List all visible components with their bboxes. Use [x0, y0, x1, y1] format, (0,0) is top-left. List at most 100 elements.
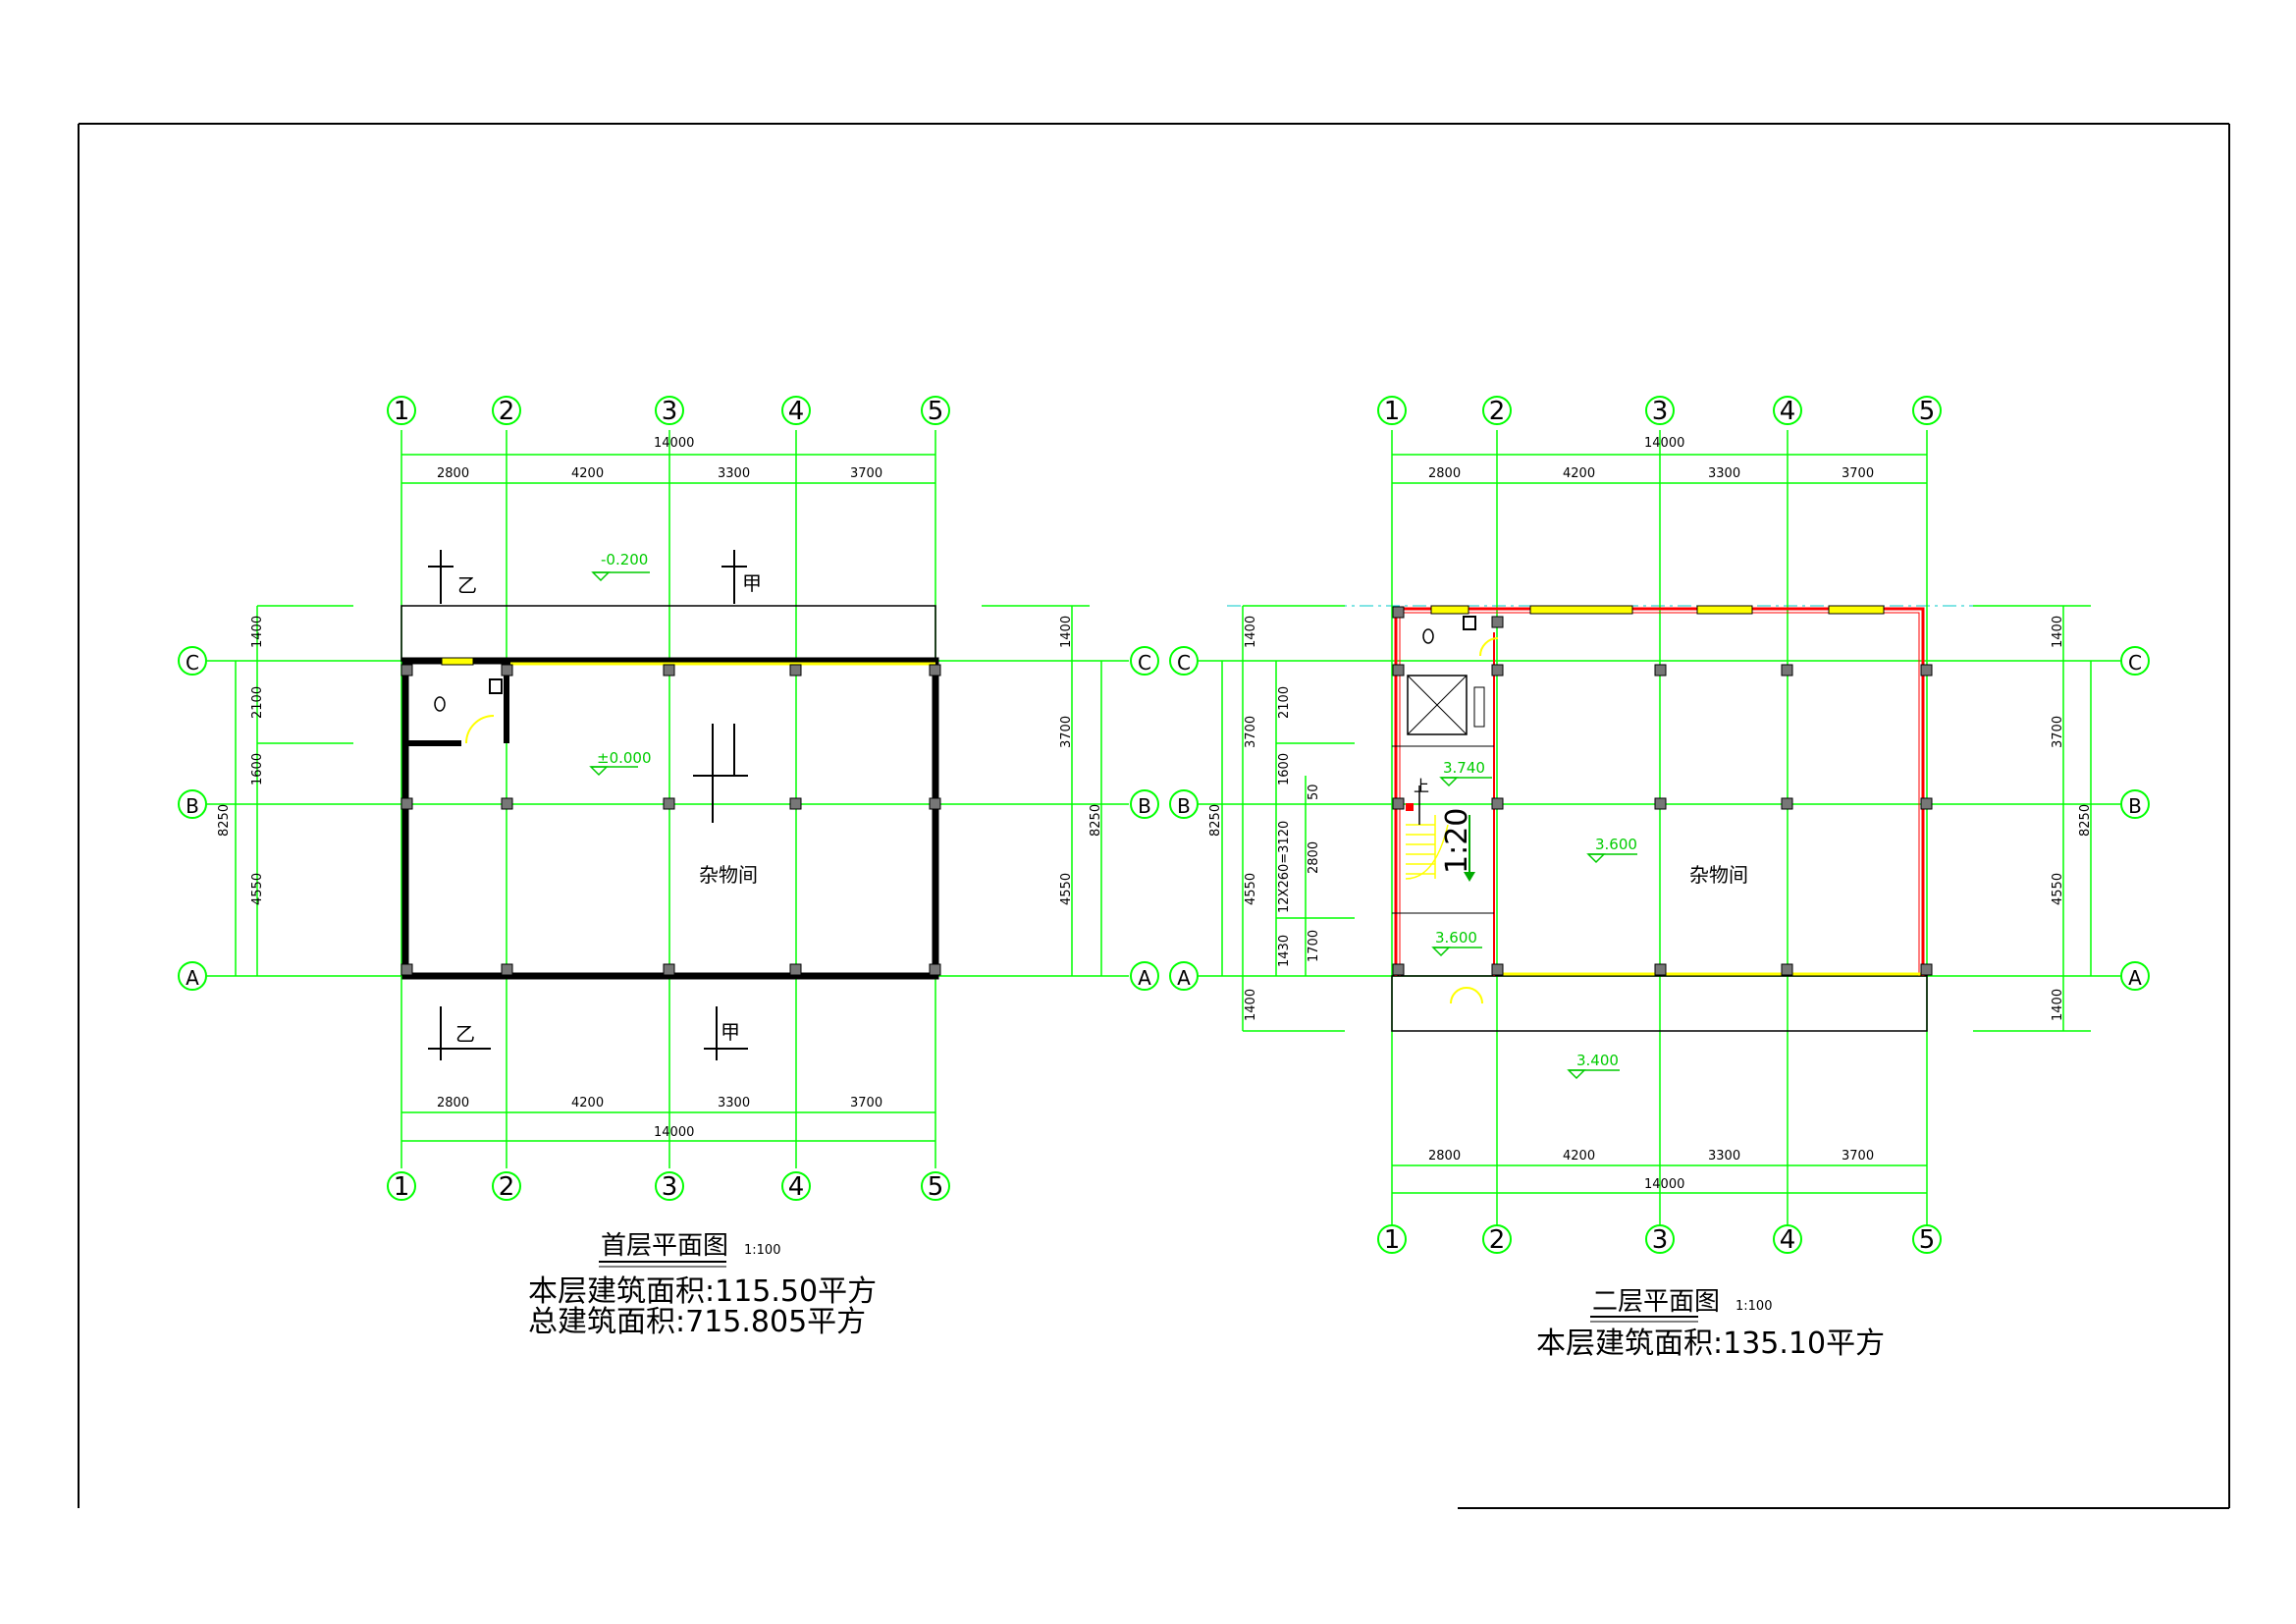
ground-left-span-4550: 4550 [250, 873, 265, 905]
ground-left-span-1400: 1400 [250, 616, 265, 648]
ground-axis-bubbles [178, 396, 1159, 1201]
ground-top-span-4: 3700 [850, 466, 882, 481]
second-left-span-1400-bottom: 1400 [1244, 989, 1258, 1021]
second-left-span-2100: 2100 [1277, 686, 1292, 719]
second-axis-lines [1227, 432, 2081, 1218]
second-axis-5-top: 5 [1919, 397, 1936, 426]
ground-bottom-span-1: 2800 [437, 1096, 469, 1110]
ground-axis-3-bottom: 3 [662, 1172, 678, 1202]
ground-axis-3-top: 3 [662, 397, 678, 426]
second-axis-b-left: B [1177, 794, 1191, 818]
second-bottom-span-3: 3300 [1708, 1149, 1740, 1164]
ground-plan-scale: 1:100 [744, 1243, 780, 1258]
second-axis-4-top: 4 [1780, 397, 1796, 426]
second-left-span-4550: 4550 [1244, 873, 1258, 905]
ground-area-line-1: 本层建筑面积:115.50平方 [528, 1274, 877, 1309]
ground-left-span-1600: 1600 [250, 753, 265, 785]
ground-area-line-2: 总建筑面积:715.805平方 [528, 1305, 866, 1339]
second-area-line-1: 本层建筑面积:135.10平方 [1536, 1326, 1885, 1361]
second-right-span-1400-bottom: 1400 [2051, 989, 2065, 1021]
section-mark-b-top: 乙 [457, 573, 477, 597]
second-axis-1-top: 1 [1384, 397, 1401, 426]
second-left-span-50: 50 [1307, 784, 1321, 800]
section-mark-a-bottom: 甲 [721, 1020, 740, 1044]
second-top-total: 14000 [1644, 436, 1684, 451]
second-level-stair-top: 3.740 [1443, 759, 1485, 777]
second-axis-c-left: C [1177, 651, 1191, 675]
ground-axis-lines [245, 432, 1090, 1159]
ground-axis-4-top: 4 [788, 397, 805, 426]
second-columns [1392, 606, 1933, 976]
second-left-span-3700: 3700 [1244, 716, 1258, 748]
ground-level-main: ±0.000 [597, 749, 652, 767]
ground-level-outside: -0.200 [601, 551, 648, 568]
ground-axis-a-left: A [186, 966, 199, 990]
second-axis-2-top: 2 [1489, 397, 1506, 426]
ground-columns [400, 664, 941, 976]
second-right-total: 8250 [2078, 804, 2093, 837]
ground-axis-b-left: B [186, 794, 199, 818]
ground-right-total: 8250 [1089, 804, 1103, 837]
second-right-span-1400-top: 1400 [2051, 616, 2065, 648]
second-left-span-2800: 2800 [1307, 841, 1321, 874]
second-level-markers [1431, 777, 1637, 1080]
second-ramp-label: 1:20 [1440, 808, 1474, 874]
second-plan-scale: 1:100 [1735, 1299, 1772, 1314]
ground-right-span-1400: 1400 [1059, 616, 1074, 648]
ground-axis-5-bottom: 5 [928, 1172, 944, 1202]
second-axis-a-left: A [1177, 966, 1191, 990]
second-floor-plan: 3.740 3.600 3.600 3.400 杂物间 1:20 上 14000… [1169, 396, 2150, 1361]
second-axis-3-top: 3 [1652, 397, 1669, 426]
ground-axis-5-top: 5 [928, 397, 944, 426]
second-bottom-total: 14000 [1644, 1177, 1684, 1192]
second-plan-title: 二层平面图 [1592, 1287, 1720, 1317]
second-bottom-span-4: 3700 [1842, 1149, 1874, 1164]
ground-bottom-total: 14000 [654, 1125, 694, 1140]
ground-axis-1-bottom: 1 [394, 1172, 410, 1202]
second-axis-2-bottom: 2 [1489, 1225, 1506, 1255]
second-axis-4-bottom: 4 [1780, 1225, 1796, 1255]
second-level-main: 3.600 [1595, 836, 1637, 853]
second-axis-c-right: C [2128, 651, 2142, 675]
ground-bottom-span-4: 3700 [850, 1096, 882, 1110]
second-top-span-3: 3300 [1708, 466, 1740, 481]
sheet-frame [78, 123, 2230, 1509]
second-top-span-4: 3700 [1842, 466, 1874, 481]
second-axis-1-bottom: 1 [1384, 1225, 1401, 1255]
ground-right-span-3700: 3700 [1059, 716, 1074, 748]
ground-bottom-span-2: 4200 [571, 1096, 604, 1110]
ground-floor-plan: 乙 甲 乙 甲 -0.200 ±0.000 杂物间 14000 2800 420… [178, 396, 1159, 1339]
second-stair-note: 12X260=3120 [1277, 821, 1292, 913]
ground-plan-title: 首层平面图 [601, 1231, 728, 1261]
ground-top-span-2: 4200 [571, 466, 604, 481]
ground-axis-2-bottom: 2 [499, 1172, 515, 1202]
second-level-landing: 3.600 [1435, 929, 1477, 947]
second-axis-5-bottom: 5 [1919, 1225, 1936, 1255]
ground-walls [400, 605, 939, 980]
second-axis-3-bottom: 3 [1652, 1225, 1669, 1255]
ground-top-span-3: 3300 [718, 466, 750, 481]
second-left-total: 8250 [1208, 804, 1223, 837]
ground-axis-c-left: C [186, 651, 199, 675]
second-room-label: 杂物间 [1689, 863, 1748, 887]
ground-section-cuts [428, 550, 748, 1060]
ground-axis-c-right: C [1138, 651, 1151, 675]
ground-left-total: 8250 [217, 804, 232, 837]
ground-level-markers [589, 571, 650, 777]
second-left-span-1430: 1430 [1277, 935, 1292, 967]
second-left-span-1600: 1600 [1277, 753, 1292, 785]
ground-axis-1-top: 1 [394, 397, 410, 426]
second-right-span-3700: 3700 [2051, 716, 2065, 748]
ground-axis-4-bottom: 4 [788, 1172, 805, 1202]
second-left-span-1700: 1700 [1307, 930, 1321, 962]
second-left-span-1400-top: 1400 [1244, 616, 1258, 648]
second-level-outside: 3.400 [1576, 1052, 1619, 1069]
ground-room-label: 杂物间 [699, 863, 758, 887]
ground-axis-b-right: B [1138, 794, 1151, 818]
second-dimension-lines [1198, 430, 2120, 1227]
ground-axis-a-right: A [1138, 966, 1151, 990]
section-mark-a-top: 甲 [742, 571, 762, 595]
second-stair-up: 上 [1414, 777, 1429, 795]
second-axis-bubbles [1169, 396, 2150, 1254]
